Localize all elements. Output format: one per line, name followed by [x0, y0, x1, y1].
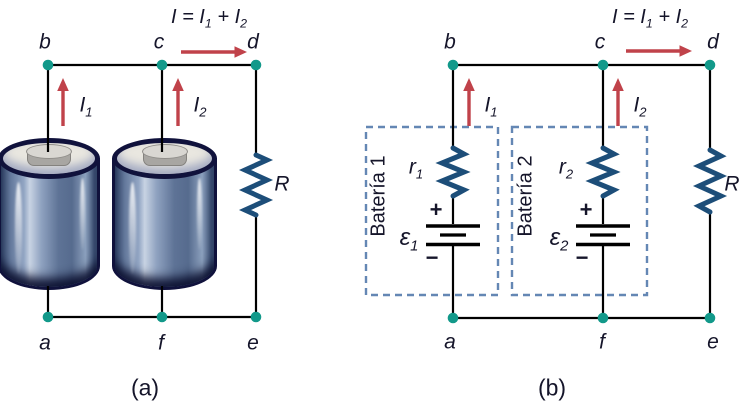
- node-label-b-b: b: [444, 30, 456, 54]
- internal-resistance-label-r1: r1: [408, 155, 424, 182]
- battery-highlight: [15, 182, 22, 274]
- resistor-label-R-a: R: [274, 172, 290, 196]
- battery-terminal-top: [141, 144, 188, 159]
- current-label-i2-a: I2: [193, 93, 207, 120]
- resistor-R-zigzag-a: [238, 152, 274, 218]
- resistor-r1-zigzag: [435, 145, 471, 199]
- panel-b-wires: [451, 63, 712, 320]
- node-label-a-b: a: [444, 330, 456, 354]
- current-label-i1-b: I1: [484, 93, 498, 120]
- battery-highlight: [80, 178, 85, 250]
- panel-b-caption: (b): [537, 374, 567, 401]
- plus-sign-battery1: +: [429, 197, 443, 222]
- battery1-box-label: Batería 1: [367, 155, 390, 237]
- panel-a-caption: (a): [130, 374, 160, 401]
- panel-a-current-arrows: [57, 46, 247, 126]
- node-label-c-a: c: [153, 30, 165, 54]
- battery-cell-1-illustration: [0, 138, 100, 290]
- current-label-i1-a: I1: [79, 93, 93, 120]
- node-label-d-a: d: [247, 30, 259, 54]
- battery-dashed-boxes: [364, 125, 649, 297]
- minus-sign-battery2: −: [575, 245, 589, 270]
- emf-label-e2: ε2: [549, 224, 569, 255]
- node-label-f-b: f: [599, 330, 605, 354]
- node-label-e-b: e: [707, 330, 719, 354]
- node-label-f-a: f: [158, 331, 164, 355]
- plus-sign-battery2: +: [579, 197, 593, 222]
- minus-sign-battery1: −: [425, 245, 439, 270]
- resistor-r2-zigzag: [585, 145, 621, 199]
- internal-resistance-label-r2: r2: [558, 155, 574, 182]
- battery-highlight: [197, 178, 202, 250]
- node-label-a-a: a: [39, 331, 51, 355]
- node-label-d-b: d: [707, 30, 719, 54]
- equation-total-current-a: I = I1 + I2: [170, 6, 248, 31]
- resistor-R-zigzag-b: [692, 147, 728, 215]
- panel-b-current-arrows: [463, 45, 692, 126]
- current-label-i2-b: I2: [633, 93, 647, 120]
- battery-cell-2-illustration: [112, 138, 217, 290]
- node-label-b-a: b: [39, 30, 51, 54]
- panel-b-node-dots: [447, 59, 716, 324]
- emf-label-e1: ε1: [399, 224, 419, 255]
- resistor-label-R-b: R: [724, 172, 740, 196]
- node-label-c-b: c: [594, 30, 606, 54]
- node-label-e-a: e: [247, 331, 259, 355]
- equation-total-current-b: I = I1 + I2: [611, 6, 689, 31]
- battery-highlight: [129, 182, 136, 274]
- panel-b-resistors: [435, 145, 728, 215]
- battery2-box-label: Batería 2: [514, 155, 537, 237]
- panel-a-node-dots: [42, 59, 262, 323]
- emf-source-plates: [426, 224, 630, 247]
